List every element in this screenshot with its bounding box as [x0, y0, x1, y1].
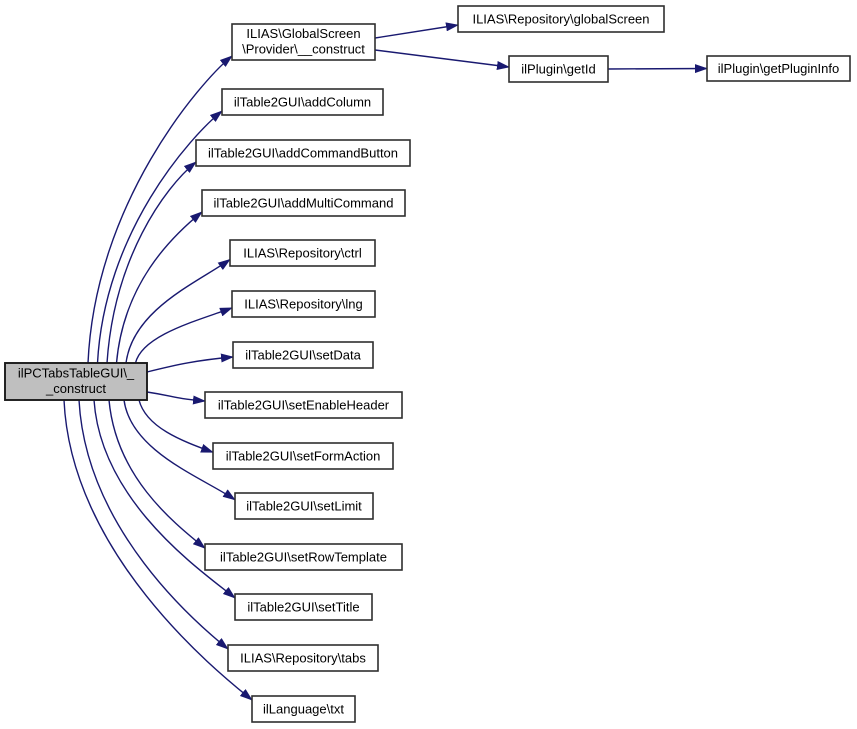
- node-box[interactable]: [212, 442, 394, 470]
- node-label: ILIAS\Repository\ctrl: [243, 246, 362, 261]
- node-ctrl[interactable]: ILIAS\Repository\ctrl: [229, 239, 376, 267]
- edge-construct-to-addColumn: [96, 110, 223, 364]
- node-box[interactable]: [201, 189, 406, 217]
- edge-construct-to-addMultiCommand: [115, 211, 203, 364]
- node-label: ilTable2GUI\setFormAction: [226, 449, 381, 464]
- node-label: ILIAS\Repository\lng: [244, 297, 363, 312]
- node-box[interactable]: [706, 55, 851, 82]
- node-box[interactable]: [234, 492, 374, 520]
- edge-construct-to-setTitle: [93, 399, 236, 599]
- node-label: ilTable2GUI\setData: [245, 348, 361, 363]
- node-label: ilTable2GUI\setTitle: [247, 600, 359, 615]
- edge-construct-to-setFormAction: [138, 399, 214, 453]
- node-label: ILIAS\Repository\tabs: [240, 651, 366, 666]
- edge-provider_construct-to-globalScreen: [374, 22, 459, 39]
- node-globalScreen[interactable]: ILIAS\Repository\globalScreen: [457, 5, 665, 33]
- edge-getId-to-getPluginInfo: [607, 64, 708, 74]
- node-setLimit[interactable]: ilTable2GUI\setLimit: [234, 492, 374, 520]
- node-box[interactable]: [227, 644, 379, 672]
- edge-construct-to-setData: [146, 353, 234, 373]
- node-txt[interactable]: ilLanguage\txt: [251, 695, 356, 723]
- node-setData[interactable]: ilTable2GUI\setData: [232, 341, 374, 369]
- node-box[interactable]: [231, 290, 376, 318]
- edge-construct-to-txt: [63, 399, 253, 701]
- node-label: ilTable2GUI\addColumn: [234, 95, 371, 110]
- node-box[interactable]: [204, 391, 403, 419]
- nodes-layer: ilPCTabsTableGUI\__construct ILIAS\Global…: [4, 5, 851, 723]
- node-getId[interactable]: ilPlugin\getId: [508, 55, 609, 83]
- node-label: ilTable2GUI\addMultiCommand: [214, 196, 394, 211]
- node-box[interactable]: [457, 5, 665, 33]
- node-box[interactable]: [204, 543, 403, 571]
- edge-construct-to-lng: [134, 307, 233, 364]
- node-box[interactable]: [234, 593, 373, 621]
- node-construct[interactable]: ilPCTabsTableGUI\__construct: [4, 362, 148, 401]
- node-label: ilTable2GUI\setRowTemplate: [220, 550, 387, 565]
- node-label: ilTable2GUI\setLimit: [246, 499, 362, 514]
- node-setRowTemplate[interactable]: ilTable2GUI\setRowTemplate: [204, 543, 403, 571]
- node-setFormAction[interactable]: ilTable2GUI\setFormAction: [212, 442, 394, 470]
- node-setEnableHeader[interactable]: ilTable2GUI\setEnableHeader: [204, 391, 403, 419]
- node-box[interactable]: [221, 88, 384, 116]
- edges-layer: [63, 22, 708, 701]
- node-label: ILIAS\Repository\globalScreen: [472, 12, 649, 27]
- node-label-line1: ilPCTabsTableGUI\_: [18, 366, 135, 381]
- node-label: ilTable2GUI\addCommandButton: [208, 146, 398, 161]
- node-tabs[interactable]: ILIAS\Repository\tabs: [227, 644, 379, 672]
- node-provider_construct[interactable]: ILIAS\GlobalScreen\Provider\__construct: [231, 23, 376, 61]
- edge-provider_construct-to-getId: [374, 49, 510, 70]
- node-setTitle[interactable]: ilTable2GUI\setTitle: [234, 593, 373, 621]
- edge-construct-to-ctrl: [125, 258, 231, 364]
- node-lng[interactable]: ILIAS\Repository\lng: [231, 290, 376, 318]
- node-label: ilPlugin\getPluginInfo: [718, 61, 839, 76]
- node-box[interactable]: [251, 695, 356, 723]
- node-box[interactable]: [508, 55, 609, 83]
- node-getPluginInfo[interactable]: ilPlugin\getPluginInfo: [706, 55, 851, 82]
- edge-construct-to-setEnableHeader: [146, 391, 206, 405]
- node-box[interactable]: [232, 341, 374, 369]
- node-addColumn[interactable]: ilTable2GUI\addColumn: [221, 88, 384, 116]
- edge-construct-to-tabs: [78, 399, 229, 650]
- node-box[interactable]: [229, 239, 376, 267]
- node-label-line1: ILIAS\GlobalScreen: [246, 26, 360, 41]
- node-addCommandButton[interactable]: ilTable2GUI\addCommandButton: [195, 139, 411, 167]
- node-addMultiCommand[interactable]: ilTable2GUI\addMultiCommand: [201, 189, 406, 217]
- edge-construct-to-addCommandButton: [106, 161, 197, 364]
- edge-construct-to-setRowTemplate: [108, 399, 206, 549]
- node-label-line2: \Provider\__construct: [242, 42, 365, 57]
- edge-construct-to-setLimit: [123, 399, 236, 501]
- edge-construct-to-provider_construct: [87, 55, 233, 364]
- node-label-line2: _construct: [45, 381, 106, 396]
- node-box-highlighted[interactable]: [4, 362, 148, 401]
- node-box[interactable]: [231, 23, 376, 61]
- node-label: ilPlugin\getId: [521, 62, 595, 77]
- node-label: ilLanguage\txt: [263, 702, 344, 717]
- node-label: ilTable2GUI\setEnableHeader: [218, 398, 390, 413]
- node-box[interactable]: [195, 139, 411, 167]
